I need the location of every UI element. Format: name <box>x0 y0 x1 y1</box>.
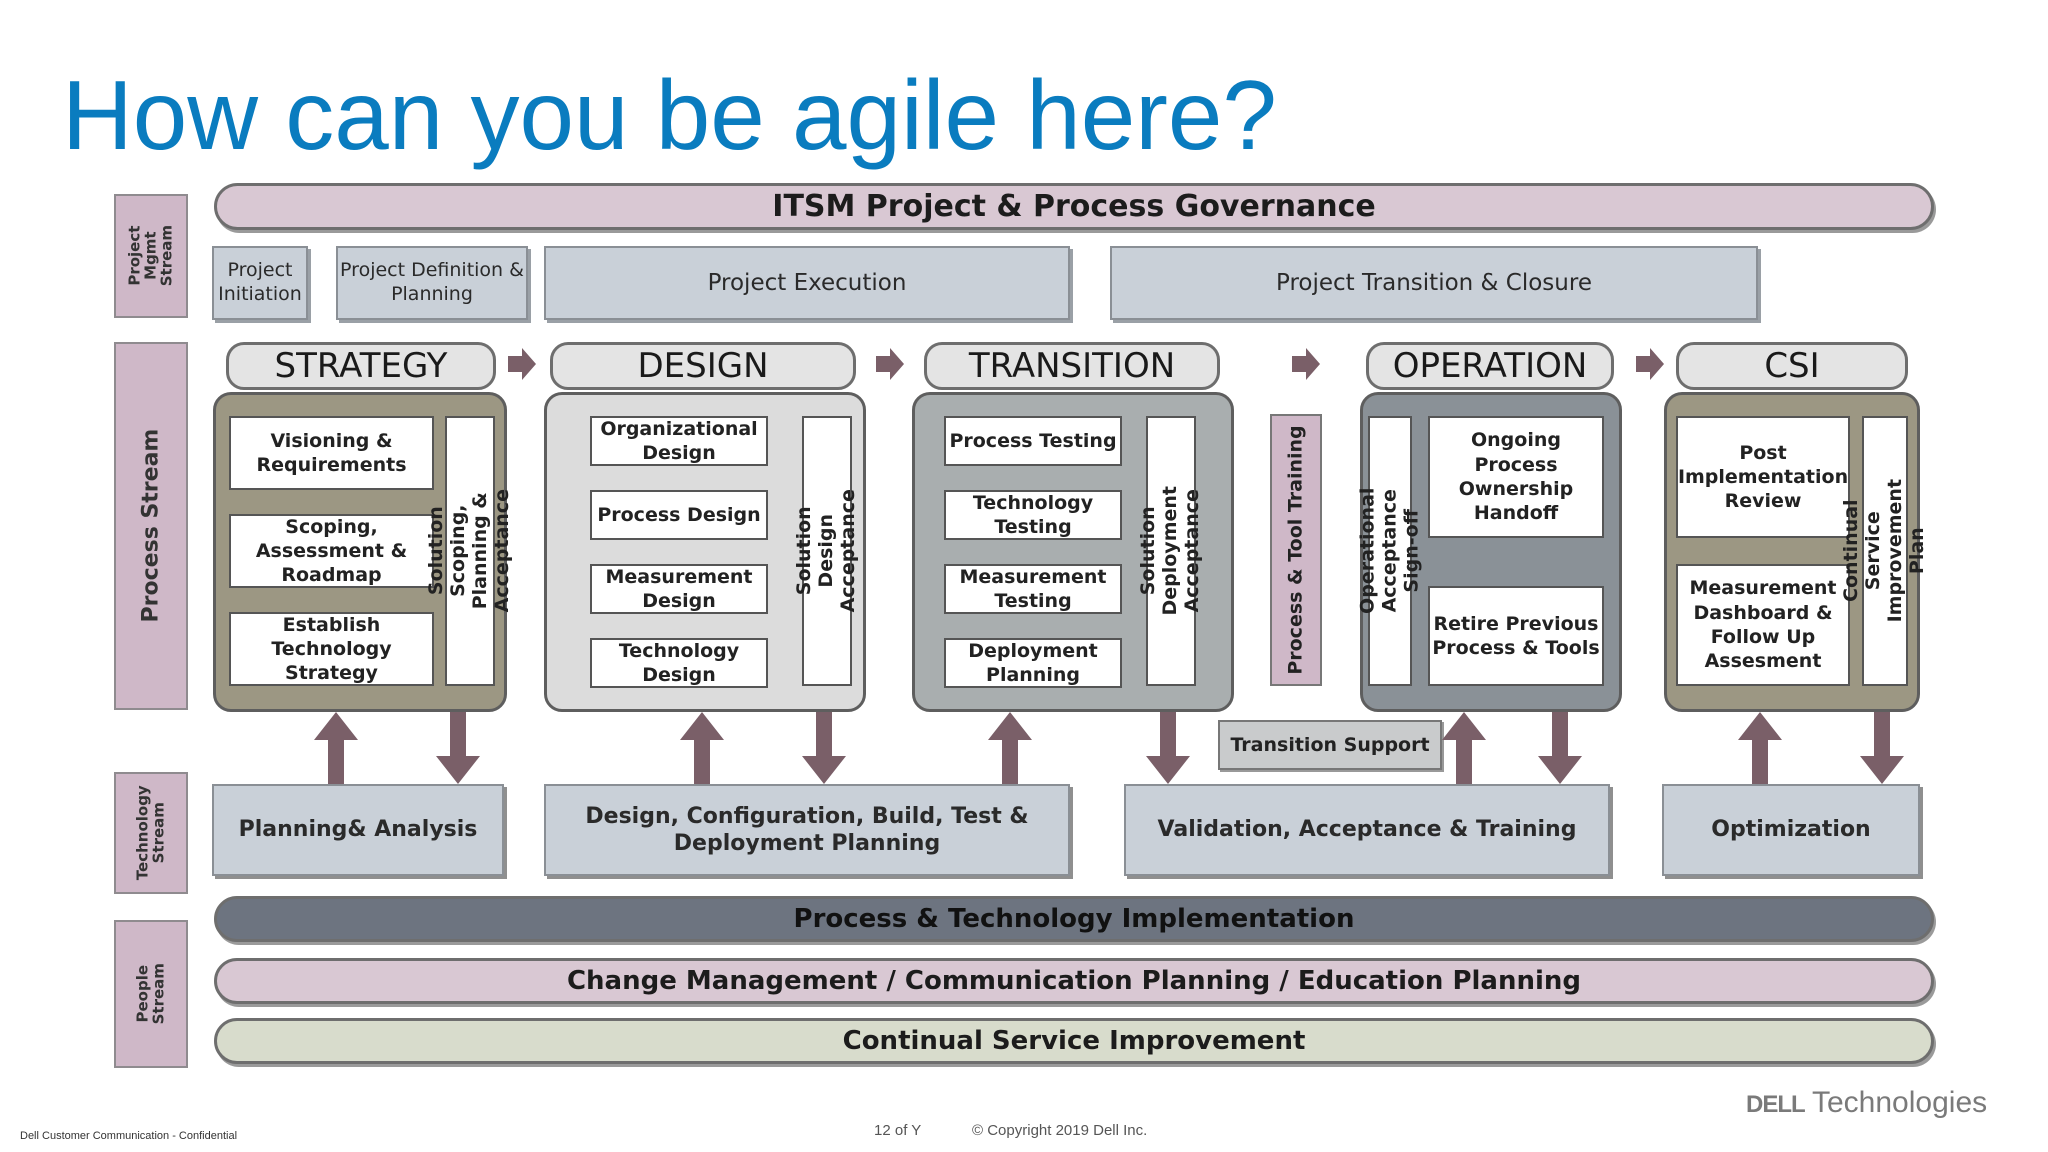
flow-arrow-transition-operation <box>1292 348 1320 380</box>
process-tool-training-box: Process & Tool Training <box>1270 414 1322 686</box>
down-arrow-csi <box>1860 712 1904 784</box>
design-item-technology: Technology Design <box>590 638 768 688</box>
operation-heading: OPERATION <box>1366 342 1614 390</box>
project-execution-box: Project Execution <box>544 246 1070 320</box>
operation-item-retire: Retire Previous Process & Tools <box>1428 586 1604 686</box>
down-arrow-strategy <box>436 712 480 784</box>
implementation-bar: Process & Technology Implementation <box>214 896 1934 942</box>
project-initiation-box: Project Initiation <box>212 246 308 320</box>
up-arrow-transition <box>988 712 1032 784</box>
down-arrow-design <box>802 712 846 784</box>
strategy-item-technology: Establish Technology Strategy <box>229 612 434 686</box>
up-arrow-csi <box>1738 712 1782 784</box>
transition-item-process: Process Testing <box>944 416 1122 466</box>
transition-vertical-acceptance: Solution Deployment Acceptance <box>1137 416 1203 686</box>
design-item-process: Process Design <box>590 490 768 540</box>
csi-item-review: Post Implementation Review <box>1676 416 1850 538</box>
csi-heading: CSI <box>1676 342 1908 390</box>
slide-title: How can you be agile here? <box>62 60 1277 170</box>
change-management-bar: Change Management / Communication Planni… <box>214 958 1934 1004</box>
down-arrow-transition <box>1146 712 1190 784</box>
up-arrow-operation <box>1442 712 1486 784</box>
design-heading: DESIGN <box>550 342 856 390</box>
governance-bar: ITSM Project & Process Governance <box>214 183 1934 230</box>
design-vertical-acceptance: Solution Design Acceptance <box>793 416 859 686</box>
operation-item-ownership: Ongoing Process Ownership Handoff <box>1428 416 1604 538</box>
flow-arrow-operation-csi <box>1636 348 1664 380</box>
operation-vertical-signoff: Operational Acceptance Sign-off <box>1356 416 1422 686</box>
strategy-heading: STRATEGY <box>226 342 496 390</box>
down-arrow-operation <box>1538 712 1582 784</box>
transition-heading: TRANSITION <box>924 342 1220 390</box>
csi-bar: Continual Service Improvement <box>214 1018 1934 1064</box>
transition-item-measurement: Measurement Testing <box>944 564 1122 614</box>
flow-arrow-design-transition <box>876 348 904 380</box>
svg-text:Technologies: Technologies <box>1812 1086 1987 1119</box>
project-definition-box: Project Definition & Planning <box>336 246 528 320</box>
page-number: 12 of Y <box>874 1122 922 1139</box>
technology-stream-label: Technology Stream <box>114 772 188 894</box>
people-stream-label: People Stream <box>114 920 188 1068</box>
strategy-vertical-acceptance: Solution Scoping, Planning & Acceptance <box>425 416 513 686</box>
up-arrow-strategy <box>314 712 358 784</box>
project-mgmt-stream-label: Project Mgmt Stream <box>114 194 188 318</box>
svg-text:DELL: DELL <box>1746 1091 1805 1118</box>
strategy-item-scoping: Scoping, Assessment & Roadmap <box>229 514 434 588</box>
strategy-item-visioning: Visioning & Requirements <box>229 416 434 490</box>
confidential-note: Dell Customer Communication - Confidenti… <box>20 1130 238 1142</box>
csi-vertical-plan: Continual Service Improvement Plan <box>1840 416 1928 686</box>
transition-item-technology: Technology Testing <box>944 490 1122 540</box>
transition-support-box: Transition Support <box>1218 720 1442 770</box>
flow-arrow-strategy-design <box>508 348 536 380</box>
tech-validation: Validation, Acceptance & Training <box>1124 784 1610 876</box>
transition-item-deployment: Deployment Planning <box>944 638 1122 688</box>
csi-item-measurement: Measurement Dashboard & Follow Up Assesm… <box>1676 564 1850 686</box>
copyright: © Copyright 2019 Dell Inc. <box>972 1122 1148 1139</box>
dell-technologies-logo: DELL Technologies <box>1746 1082 1990 1120</box>
process-stream-label: Process Stream <box>114 342 188 710</box>
tech-planning-analysis: Planning& Analysis <box>212 784 504 876</box>
tech-optimization: Optimization <box>1662 784 1920 876</box>
design-item-organizational: Organizational Design <box>590 416 768 466</box>
up-arrow-design <box>680 712 724 784</box>
project-transition-box: Project Transition & Closure <box>1110 246 1758 320</box>
design-item-measurement: Measurement Design <box>590 564 768 614</box>
tech-design-build: Design, Configuration, Build, Test & Dep… <box>544 784 1070 876</box>
